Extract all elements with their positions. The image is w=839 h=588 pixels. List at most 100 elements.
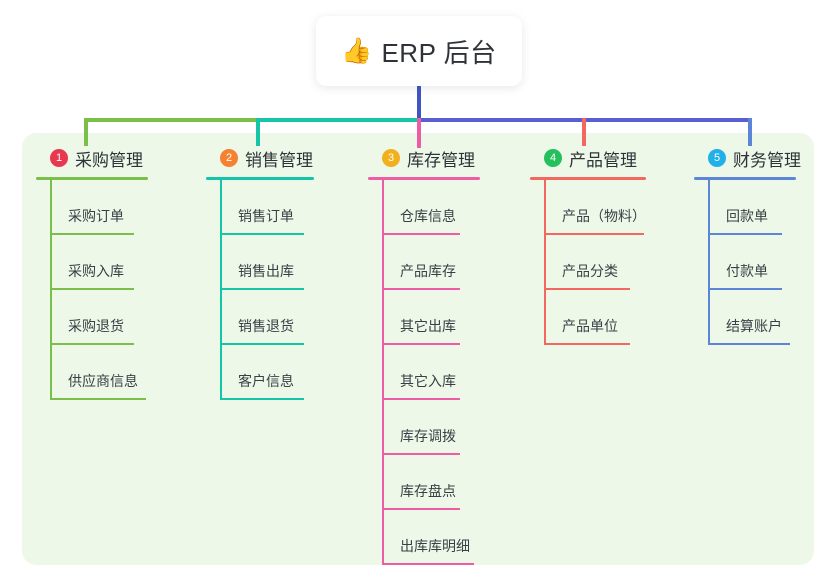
branch-header-5[interactable]: 5 财务管理 (694, 145, 801, 171)
branch-title-label: 产品管理 (569, 150, 637, 170)
branch-number-badge: 4 (544, 149, 562, 167)
leaf-underline (708, 233, 782, 235)
leaf-underline (708, 343, 790, 345)
leaf-node-label: 仓库信息 (400, 208, 456, 224)
leaf-node[interactable]: 采购退货 (50, 290, 148, 345)
leaf-node-label: 付款单 (726, 263, 768, 279)
leaf-node-label: 产品（物料） (562, 208, 646, 224)
branch-spine-line (708, 180, 710, 345)
branch-spine-line (50, 180, 52, 400)
leaf-node[interactable]: 仓库信息 (382, 180, 480, 235)
branch-number-badge: 2 (220, 149, 238, 167)
leaf-node-label: 库存调拨 (400, 428, 456, 444)
branch-title-label: 采购管理 (75, 150, 143, 170)
branch-header-4[interactable]: 4 产品管理 (530, 145, 646, 171)
leaf-underline (382, 453, 460, 455)
leaf-underline (544, 233, 644, 235)
leaf-underline (220, 343, 304, 345)
leaf-node[interactable]: 库存盘点 (382, 455, 480, 510)
leaf-node-label: 其它入库 (400, 373, 456, 389)
branch-spine-line (544, 180, 546, 345)
leaf-underline (382, 288, 460, 290)
leaf-node[interactable]: 付款单 (708, 235, 801, 290)
leaf-node[interactable]: 销售订单 (220, 180, 314, 235)
leaf-node[interactable]: 其它出库 (382, 290, 480, 345)
leaf-underline (708, 288, 782, 290)
branch-header-2[interactable]: 2 销售管理 (206, 145, 314, 171)
branch-spine-line (220, 180, 222, 400)
leaf-node[interactable]: 出库库明细 (382, 510, 480, 565)
leaf-node-label: 销售出库 (238, 263, 294, 279)
leaf-node[interactable]: 销售出库 (220, 235, 314, 290)
leaf-underline (544, 288, 630, 290)
branch-children-1: 采购订单采购入库采购退货供应商信息 (50, 180, 148, 400)
leaf-underline (50, 233, 134, 235)
leaf-node[interactable]: 采购入库 (50, 235, 148, 290)
leaf-node-label: 产品分类 (562, 263, 618, 279)
branch-column-2: 2 销售管理销售订单销售出库销售退货客户信息 (206, 145, 314, 400)
leaf-node[interactable]: 采购订单 (50, 180, 148, 235)
leaf-node-label: 库存盘点 (400, 483, 456, 499)
branch-title-label: 销售管理 (245, 150, 313, 170)
leaf-node[interactable]: 产品分类 (544, 235, 646, 290)
branch-underline (530, 177, 646, 180)
leaf-underline (382, 508, 460, 510)
branch-underline (694, 177, 796, 180)
branch-number-badge: 3 (382, 149, 400, 167)
leaf-underline (50, 343, 134, 345)
leaf-node[interactable]: 供应商信息 (50, 345, 148, 400)
branch-title-label: 库存管理 (407, 150, 475, 170)
branch-children-3: 仓库信息产品库存其它出库其它入库库存调拨库存盘点出库库明细 (382, 180, 480, 565)
leaf-node[interactable]: 其它入库 (382, 345, 480, 400)
leaf-node-label: 采购退货 (68, 318, 124, 334)
branch-spine-line (382, 180, 384, 565)
leaf-node-label: 产品单位 (562, 318, 618, 334)
leaf-node-label: 采购订单 (68, 208, 124, 224)
leaf-node[interactable]: 产品（物料） (544, 180, 646, 235)
leaf-underline (50, 288, 134, 290)
root-node[interactable]: 👍 ERP 后台 (316, 16, 522, 86)
root-node-label: ERP 后台 (381, 37, 497, 68)
branch-column-1: 1 采购管理采购订单采购入库采购退货供应商信息 (36, 145, 148, 400)
branch-underline (368, 177, 480, 180)
leaf-underline (220, 398, 304, 400)
leaf-node-label: 客户信息 (238, 373, 294, 389)
branch-number-badge: 5 (708, 149, 726, 167)
leaf-node[interactable]: 回款单 (708, 180, 801, 235)
leaf-node[interactable]: 客户信息 (220, 345, 314, 400)
branch-underline (36, 177, 148, 180)
leaf-underline (544, 343, 630, 345)
branch-column-4: 4 产品管理产品（物料） 产品分类产品单位 (530, 145, 646, 345)
leaf-node-label: 产品库存 (400, 263, 456, 279)
branch-column-3: 3 库存管理仓库信息产品库存其它出库其它入库库存调拨库存盘点出库库明细 (368, 145, 480, 565)
branches-background-panel (22, 133, 814, 565)
leaf-node-label: 结算账户 (726, 318, 782, 334)
branch-children-2: 销售订单销售出库销售退货客户信息 (220, 180, 314, 400)
branch-underline (206, 177, 314, 180)
leaf-underline (382, 398, 460, 400)
leaf-node[interactable]: 销售退货 (220, 290, 314, 345)
leaf-underline (220, 233, 304, 235)
leaf-node-label: 销售订单 (238, 208, 294, 224)
leaf-node-label: 其它出库 (400, 318, 456, 334)
branch-title-label: 财务管理 (733, 150, 801, 170)
leaf-node[interactable]: 结算账户 (708, 290, 801, 345)
branch-number-badge: 1 (50, 149, 68, 167)
leaf-node[interactable]: 产品库存 (382, 235, 480, 290)
leaf-underline (382, 343, 460, 345)
leaf-underline (382, 233, 460, 235)
leaf-node-label: 采购入库 (68, 263, 124, 279)
leaf-node-label: 出库库明细 (400, 538, 470, 554)
branch-header-1[interactable]: 1 采购管理 (36, 145, 148, 171)
branch-header-3[interactable]: 3 库存管理 (368, 145, 480, 171)
leaf-node[interactable]: 库存调拨 (382, 400, 480, 455)
leaf-underline (50, 398, 146, 400)
branch-children-4: 产品（物料） 产品分类产品单位 (544, 180, 646, 345)
leaf-underline (382, 563, 474, 565)
thumbs-up-icon: 👍 (341, 36, 373, 65)
leaf-node-label: 销售退货 (238, 318, 294, 334)
leaf-node-label: 回款单 (726, 208, 768, 224)
leaf-node[interactable]: 产品单位 (544, 290, 646, 345)
leaf-node-label: 供应商信息 (68, 373, 138, 389)
